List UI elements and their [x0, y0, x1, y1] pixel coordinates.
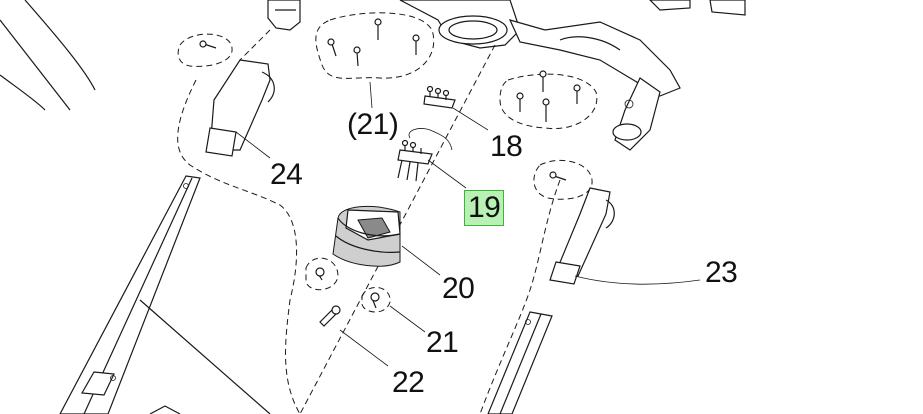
callout-23: 23	[705, 256, 738, 289]
callout-19: 19	[464, 190, 505, 226]
background-edge	[139, 299, 271, 414]
callout-24: 24	[270, 158, 303, 191]
screw-group-21-outline	[315, 12, 435, 79]
callout-21-group: (21)	[347, 108, 399, 141]
screw-group-right-outline	[499, 73, 598, 130]
leader-24	[235, 131, 271, 159]
leader-19	[427, 159, 467, 189]
leader-18	[452, 107, 489, 131]
screw-group-21	[327, 18, 420, 67]
part-24-bracket	[205, 59, 275, 157]
enclosure-right	[479, 179, 561, 414]
screw-21-outline	[361, 287, 391, 313]
screw-group-right	[516, 70, 581, 122]
screw-21	[370, 292, 380, 309]
screw-23-outline	[533, 159, 593, 200]
screw-24-outline	[177, 33, 233, 67]
screw-left-outline	[305, 257, 339, 291]
enclosure-left	[177, 79, 301, 414]
lower-right-tube	[487, 311, 553, 414]
callout-22: 22	[392, 366, 425, 399]
axis-left-upper	[239, 29, 271, 61]
handle-outline-left	[0, 74, 46, 111]
callout-21: 21	[426, 326, 459, 359]
leader-23	[574, 275, 701, 285]
callout-20: 20	[442, 272, 475, 305]
leader-21	[389, 305, 426, 333]
screw-23	[549, 171, 567, 181]
part-19-switch	[397, 128, 453, 182]
lower-left-tube	[59, 175, 201, 414]
part-22-screw	[319, 305, 341, 327]
screw-24	[199, 40, 217, 49]
leader-20	[401, 245, 441, 276]
part-18-connector	[423, 85, 456, 109]
screw-left	[315, 267, 325, 281]
part-23-bracket	[549, 187, 615, 285]
background-bump	[149, 405, 181, 414]
handle-outline-upper	[0, 19, 71, 111]
upper-frame-assembly	[267, 0, 746, 151]
callout-18: 18	[490, 130, 523, 163]
handle-outline-curve	[24, 0, 96, 91]
leader-22	[339, 329, 389, 367]
leader-21-group	[369, 81, 373, 109]
part-20-knob	[332, 205, 401, 267]
